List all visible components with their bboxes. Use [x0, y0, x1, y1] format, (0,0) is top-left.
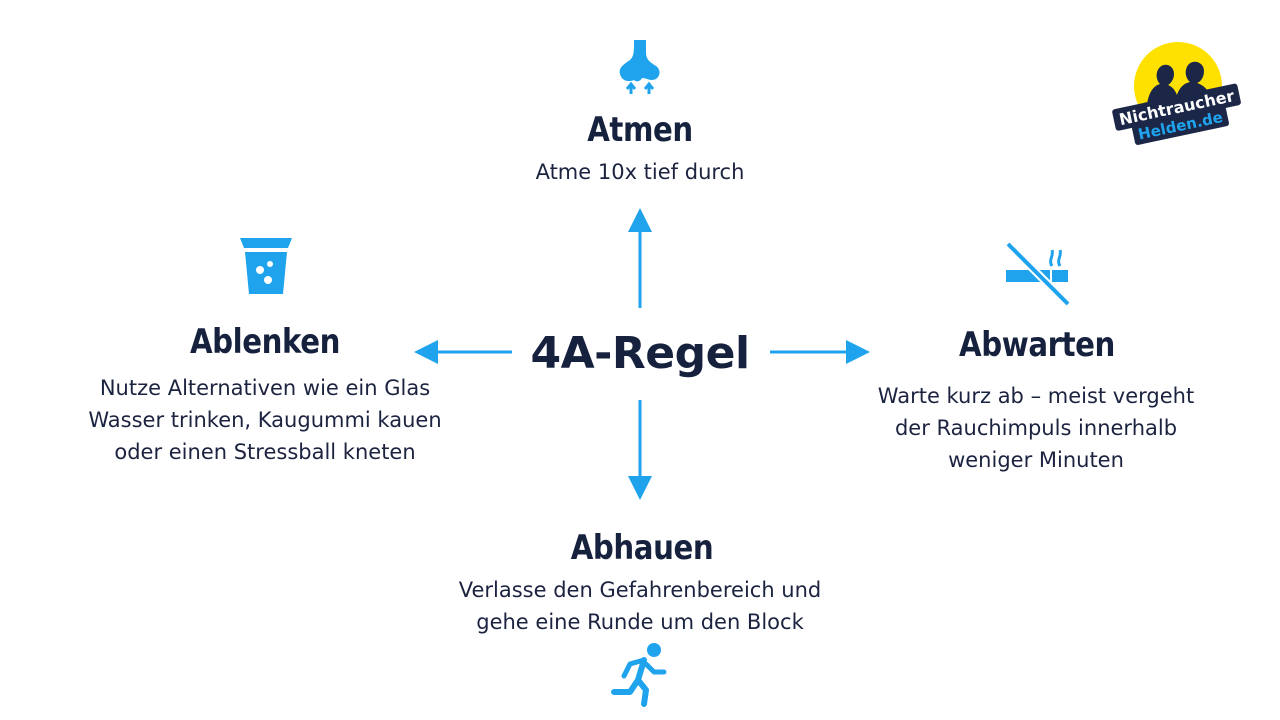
- nose-icon: [612, 38, 668, 102]
- atmen-title: Atmen: [587, 110, 693, 150]
- atmen-line-1: Atme 10x tief durch: [535, 160, 745, 184]
- abhauen-title: Abhauen: [570, 528, 714, 568]
- center-title: 4A-Regel: [530, 328, 750, 379]
- abwarten-line-1: Warte kurz ab – meist vergeht: [877, 384, 1195, 408]
- no-smoking-icon: [1002, 240, 1074, 308]
- water-glass-icon: [238, 236, 294, 296]
- brand-logo: Nichtraucher Helden.de: [1108, 36, 1248, 146]
- abwarten-line-3: weniger Minuten: [948, 448, 1124, 472]
- atmen-description: Atme 10x tief durch: [440, 156, 840, 188]
- abwarten-title: Abwarten: [959, 325, 1115, 365]
- ablenken-line-1: Nutze Alternativen wie ein Glas: [99, 376, 431, 400]
- abhauen-description: Verlasse den Gefahrenbereich und gehe ei…: [420, 574, 860, 638]
- running-person-icon: [608, 642, 672, 708]
- abwarten-description: Warte kurz ab – meist vergeht der Rauchi…: [816, 380, 1256, 476]
- ablenken-description: Nutze Alternativen wie ein Glas Wasser t…: [55, 372, 475, 468]
- abwarten-line-2: der Rauchimpuls innerhalb: [894, 416, 1178, 440]
- ablenken-line-3: oder einen Stressball kneten: [114, 440, 416, 464]
- abhauen-line-2: gehe eine Runde um den Block: [476, 610, 804, 634]
- ablenken-line-2: Wasser trinken, Kaugummi kauen: [88, 408, 442, 432]
- abhauen-line-1: Verlasse den Gefahrenbereich und: [458, 578, 822, 602]
- ablenken-title: Ablenken: [189, 322, 341, 362]
